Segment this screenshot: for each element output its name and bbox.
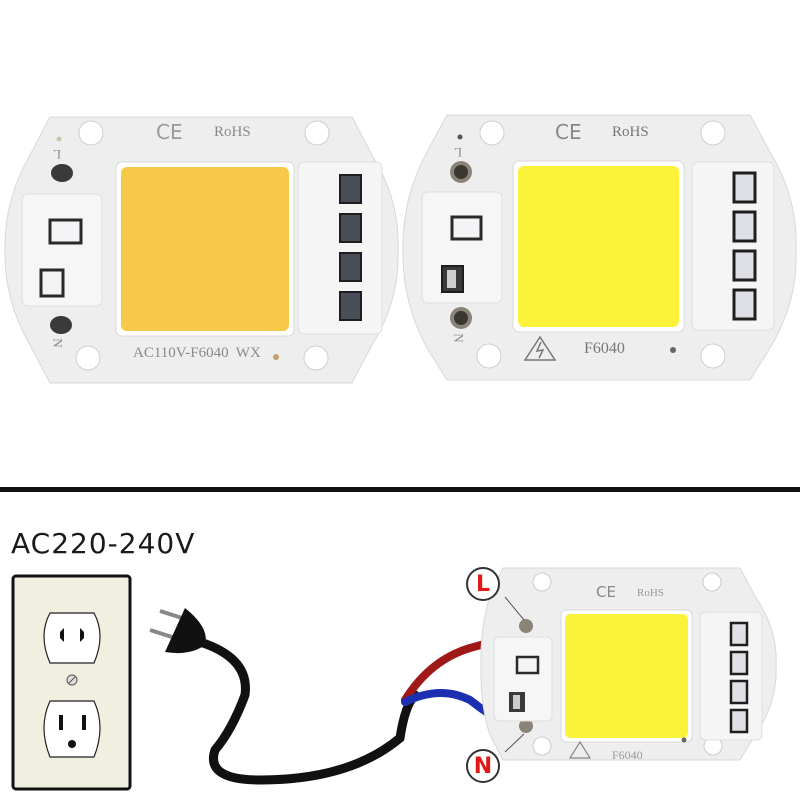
pin-label-live: L <box>454 145 462 160</box>
terminal-neutral-label: N <box>466 749 500 783</box>
cob-led-chip-wired <box>480 567 777 761</box>
cob-led-chip-warm: CE RoHS L N AC110V-F6040 WX <box>0 90 400 410</box>
ce-mark: CE <box>596 583 616 601</box>
section-divider <box>0 487 800 492</box>
rohs-mark: RoHS <box>637 587 664 599</box>
model-text: AC110V-F6040 WX <box>133 345 261 361</box>
high-voltage-warning-icon <box>523 335 557 361</box>
power-plug-icon <box>149 608 206 654</box>
chip-board-graphic <box>4 116 399 384</box>
pin-label-live: L <box>53 147 61 162</box>
model-text: F6040 <box>612 748 643 762</box>
power-cord <box>195 637 420 785</box>
wiring-graphic <box>11 567 777 791</box>
voltage-label: AC220-240V <box>11 527 196 560</box>
ce-mark: CE <box>156 120 183 144</box>
terminal-live-label: L <box>466 567 500 601</box>
cob-led-chip-cool: CE RoHS L N F6040 <box>400 90 800 410</box>
rohs-mark: RoHS <box>214 124 251 140</box>
wall-outlet-icon <box>11 574 132 791</box>
ce-mark: CE <box>555 120 582 144</box>
model-text: F6040 <box>584 340 625 357</box>
chip-board-graphic <box>402 114 797 381</box>
pin-label-neutral: N <box>50 338 66 348</box>
rohs-mark: RoHS <box>612 124 649 140</box>
pin-label-neutral: N <box>451 333 467 343</box>
